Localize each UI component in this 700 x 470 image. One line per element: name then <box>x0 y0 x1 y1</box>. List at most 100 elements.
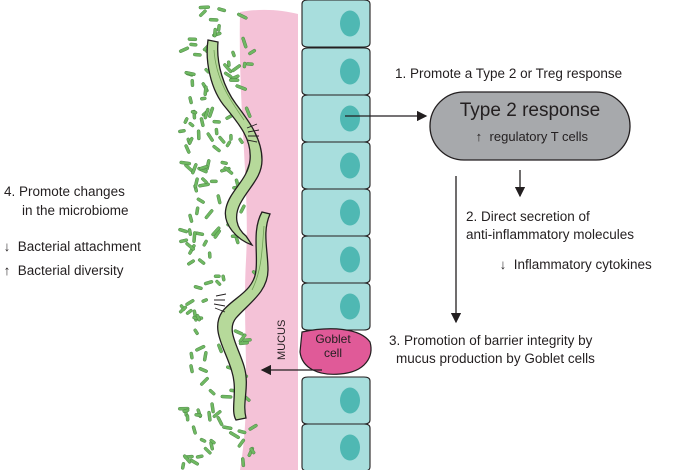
bacterium <box>197 258 206 265</box>
down-arrow-icon: ↓ <box>3 239 11 254</box>
bacterium <box>202 351 208 362</box>
goblet-cell-label: Goblet cell <box>310 332 356 360</box>
bacterium <box>209 179 218 184</box>
bacterium <box>217 7 227 13</box>
bacterium <box>189 42 198 47</box>
bacterium <box>202 239 208 247</box>
bacterium <box>210 402 215 414</box>
bacterium <box>204 209 214 220</box>
bacterium <box>196 129 201 141</box>
bacterium <box>199 164 209 171</box>
bacterium <box>201 177 208 184</box>
response-box-subtitle: ↑ regulatory T cells <box>430 128 630 145</box>
bacterium <box>180 462 186 470</box>
cell-nucleus <box>340 246 360 273</box>
bacterium <box>212 119 221 124</box>
bacterium <box>203 85 208 97</box>
bacterium <box>248 48 257 56</box>
cell-nucleus <box>340 152 360 179</box>
step4-effect-1-text: Bacterial attachment <box>17 239 141 254</box>
down-arrow-icon: ↓ <box>499 257 507 272</box>
bacterium <box>226 60 231 67</box>
bacterium <box>214 127 219 136</box>
bacterium <box>193 177 199 189</box>
bacterium <box>194 413 203 418</box>
bacterium <box>193 285 203 291</box>
bacterium <box>191 163 198 175</box>
bacterium <box>237 429 247 435</box>
bacterium <box>239 204 246 214</box>
bacterium <box>200 96 207 101</box>
bacterium <box>228 78 240 82</box>
goblet-label-line2: cell <box>323 346 342 360</box>
bacterium <box>236 12 248 20</box>
cell-nucleus <box>340 199 360 226</box>
cell-nucleus <box>340 434 360 461</box>
bacterium <box>223 166 234 175</box>
bacterium <box>188 213 194 223</box>
bacterium <box>217 343 223 354</box>
bacterium <box>178 129 186 134</box>
step4-line1: 4. Promote changes <box>4 184 125 199</box>
bacterium <box>244 106 252 118</box>
bacterium <box>215 279 222 286</box>
bacterium <box>179 160 192 166</box>
bacterium <box>228 431 240 440</box>
bacterium <box>190 110 198 115</box>
bacterium <box>187 228 193 236</box>
step4-effect-2: ↑ Bacterial diversity <box>0 262 124 279</box>
bacterium <box>225 140 232 148</box>
step2-line2: anti-inflammatory molecules <box>466 227 635 242</box>
step3-line2: mucus production by Goblet cells <box>396 351 595 366</box>
bacterium <box>179 238 189 244</box>
bacterium <box>198 367 208 373</box>
bacterium <box>196 197 205 204</box>
bacterium <box>241 457 246 468</box>
bacterium <box>187 259 195 266</box>
bacterium <box>208 17 219 22</box>
step2-line1: 2. Direct secretion of <box>466 209 590 224</box>
bacterium <box>218 135 226 144</box>
bacterium <box>207 251 212 259</box>
bacterium <box>241 36 248 49</box>
bacterium <box>187 37 198 42</box>
bacterium <box>195 454 204 459</box>
bacterium <box>216 415 224 427</box>
bacterium <box>223 63 233 74</box>
bacterium <box>195 313 201 322</box>
bacterium <box>190 78 195 88</box>
bacterium <box>195 344 206 352</box>
bacterium <box>198 5 211 10</box>
bacterium <box>185 242 196 251</box>
cell-nucleus <box>340 293 360 320</box>
bacterium <box>198 182 210 188</box>
bacterium <box>212 144 221 153</box>
bacterium <box>216 23 221 32</box>
bacterium <box>242 338 252 342</box>
bacterium <box>207 410 212 422</box>
step2-effect: ↓ Inflammatory cytokines <box>496 256 652 273</box>
epithelial-cell-layer <box>301 0 371 470</box>
bacterium <box>238 137 244 145</box>
bacterium <box>201 298 209 303</box>
bacterium <box>192 231 197 244</box>
cell-nucleus <box>340 387 360 414</box>
bacterium <box>203 107 210 120</box>
bacterium <box>199 437 207 443</box>
bacterium <box>212 27 217 38</box>
bacterium <box>193 328 199 336</box>
bacterium <box>208 388 216 396</box>
bacterium <box>185 414 190 422</box>
bacterium <box>199 117 205 128</box>
bacterium <box>188 96 193 105</box>
bacterium <box>185 299 195 306</box>
bacterium <box>184 144 191 154</box>
step4-line2: in the microbiome <box>22 203 129 218</box>
bacterium <box>188 121 195 128</box>
bacterium <box>205 159 211 171</box>
up-arrow-icon: ↑ <box>3 263 11 278</box>
mucus-label: MUCUS <box>276 320 288 360</box>
bacterium <box>178 305 188 314</box>
bacterium <box>221 274 226 282</box>
